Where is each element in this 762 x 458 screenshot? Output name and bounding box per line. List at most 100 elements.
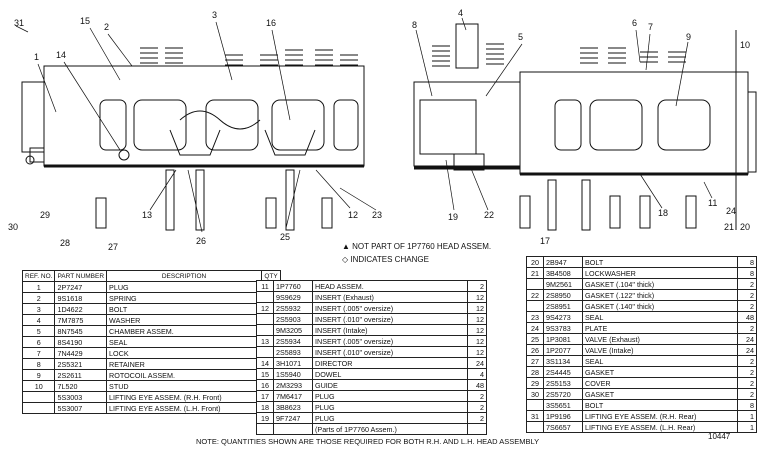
part-quantity: 12 (467, 313, 487, 325)
callout-1: 1 (34, 52, 39, 62)
part-description: VALVE (Exhaust) (582, 333, 738, 345)
part-description: INSERT (.010" oversize) (312, 346, 468, 358)
part-ref-number: 16 (256, 379, 274, 391)
part-number: 8S4190 (54, 336, 108, 348)
part-description: HEAD ASSEM. (312, 280, 468, 292)
part-ref-number (21, 391, 56, 403)
parts-table-left-body: 12P7247PLUG229S1618SPRING4831D4622BOLT8o… (21, 281, 282, 414)
callout-22: 22 (484, 210, 494, 220)
left-studs (25, 149, 333, 231)
part-number: 5S3007 (54, 402, 108, 414)
part-ref-number (256, 423, 274, 435)
callout-9: 9 (686, 32, 691, 42)
part-description: INSERT (.010" oversize) (312, 313, 468, 325)
callout-25: 25 (280, 232, 290, 242)
part-quantity: 2 (467, 412, 487, 424)
part-number: 3S1134 (543, 355, 583, 367)
part-description: DIRECTOR (312, 357, 468, 369)
part-number: 3B8623 (273, 401, 313, 413)
part-number: 7M6417 (273, 390, 313, 402)
callout-6: 6 (632, 18, 637, 28)
part-description: LIFTING EYE ASSEM. (R.H. Rear) (582, 410, 738, 422)
part-description: SEAL (582, 311, 738, 323)
part-quantity: 8 (737, 256, 757, 268)
note-indicates-change: ◇ INDICATES CHANGE (342, 255, 429, 264)
part-number: 2S5720 (543, 388, 583, 400)
part-number: 7M7875 (54, 314, 108, 326)
part-quantity: 2 (737, 322, 757, 334)
part-quantity: 48 (467, 379, 487, 391)
part-ref-number: 17 (256, 390, 274, 402)
part-ref-number: 19 (256, 412, 274, 424)
part-number: 2S8951 (543, 300, 583, 312)
table-row: 82S5321RETAINER48 (21, 358, 282, 370)
part-number: 7N4429 (54, 347, 108, 359)
part-ref-number: 3 (21, 303, 56, 315)
callout-30: 30 (8, 222, 18, 232)
part-ref-number (526, 278, 544, 290)
part-description: GASKET (.122" thick) (582, 289, 738, 301)
part-description: BOLT (106, 303, 263, 315)
part-quantity: 12 (467, 335, 487, 347)
part-description: RETAINER (106, 358, 263, 370)
part-description: GASKET (.140" thick) (582, 300, 738, 312)
part-description: CHAMBER ASSEM. (106, 325, 263, 337)
callout-11: 11 (708, 198, 717, 208)
part-quantity (467, 423, 487, 435)
part-ref-number (256, 324, 274, 336)
header-part: PART NUMBER (54, 270, 108, 282)
part-description: PLUG (106, 281, 263, 293)
right-studs (453, 153, 697, 231)
part-number: 1P3081 (543, 333, 583, 345)
part-ref-number: 13 (256, 335, 274, 347)
part-description: PLATE (582, 322, 738, 334)
part-number: 9S9629 (273, 291, 313, 303)
part-description: BOLT (582, 399, 738, 411)
part-ref-number: 2 (21, 292, 56, 304)
leader-lines (15, 17, 713, 233)
callout-7: 7 (648, 22, 653, 32)
part-number: 2S5932 (273, 302, 313, 314)
part-number: 9M2561 (543, 278, 583, 290)
part-number: 1S5940 (273, 368, 313, 380)
part-ref-number: 25 (526, 333, 544, 345)
part-number: 2P7247 (54, 281, 108, 293)
part-ref-number: 27 (526, 355, 544, 367)
callout-12: 12 (348, 210, 358, 220)
part-ref-number: 23 (526, 311, 544, 323)
part-ref-number: 24 (526, 322, 544, 334)
part-number: 2M3293 (273, 379, 313, 391)
table-row: 29S1618SPRING48 (21, 292, 282, 304)
part-ref-number: 4 (21, 314, 56, 326)
part-number: 8N7545 (54, 325, 108, 337)
callout-14: 14 (56, 50, 66, 60)
part-quantity: 2 (737, 377, 757, 389)
part-description: INSERT (Intake) (312, 324, 468, 336)
callout-26: 26 (196, 236, 206, 246)
part-quantity: 1 (737, 421, 757, 433)
table-row: 68S4190SEAL24 (21, 336, 282, 348)
callout-15: 15 (80, 16, 90, 26)
part-description: SEAL (106, 336, 263, 348)
part-ref-number (256, 313, 274, 325)
callout-16: 16 (266, 18, 276, 28)
part-quantity: 2 (737, 289, 757, 301)
right-head-body (413, 30, 757, 230)
